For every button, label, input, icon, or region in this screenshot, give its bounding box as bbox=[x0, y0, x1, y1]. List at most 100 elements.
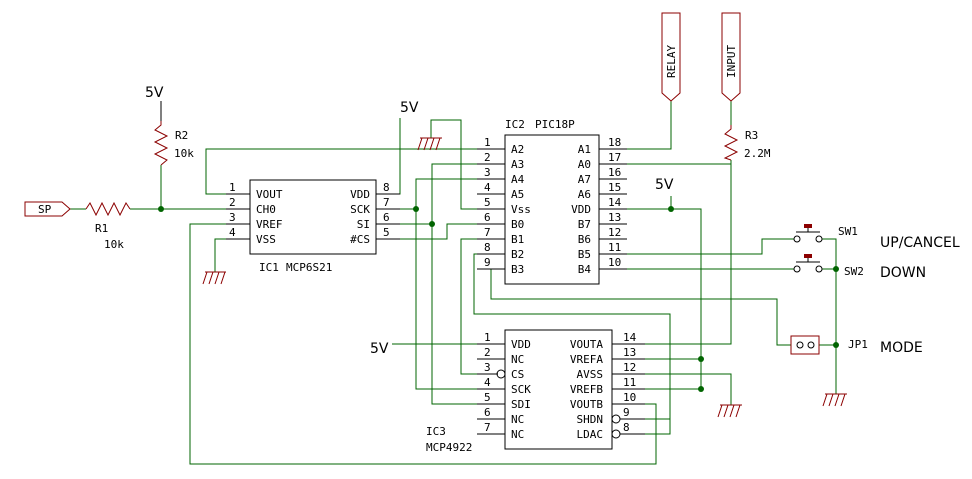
5v-label: 5V bbox=[145, 85, 164, 101]
switch-sw2: SW2 bbox=[793, 254, 864, 278]
ic3-chip: 1 2 3 4 5 6 7 VDD NC CS SCK SDI NC NC 14… bbox=[426, 329, 645, 454]
ic3-pin-label: SDI bbox=[511, 398, 531, 411]
ic3-pin-number: 13 bbox=[623, 346, 636, 359]
ic3-pin-number: 1 bbox=[484, 331, 491, 344]
ic3-pin-label: VREFB bbox=[570, 383, 603, 396]
ic1-pin-label: SI bbox=[357, 218, 370, 231]
junction-dots bbox=[158, 206, 839, 392]
r3-label: R3 bbox=[745, 129, 758, 142]
ic1-part: MCP6S21 bbox=[286, 261, 332, 274]
ic1-pin-number: 7 bbox=[383, 196, 390, 209]
ground-symbol bbox=[417, 137, 442, 151]
ground-symbol bbox=[717, 404, 742, 418]
r1-value: 10k bbox=[104, 238, 124, 251]
ic3-pin-label: NC bbox=[511, 413, 524, 426]
port-sp: SP bbox=[24, 201, 71, 217]
ic2-pin-number: 5 bbox=[484, 196, 491, 209]
ic3-pin-label: NC bbox=[511, 428, 524, 441]
ic3-pin-label: CS bbox=[511, 368, 524, 381]
port-relay: RELAY bbox=[661, 12, 681, 102]
ic1-pin-number: 8 bbox=[383, 181, 390, 194]
ground-symbol bbox=[822, 393, 847, 407]
ic2-pin-number: 11 bbox=[608, 241, 621, 254]
ic2-name: IC2 bbox=[505, 118, 525, 131]
ic2-chip: 1 2 3 4 5 6 7 8 9 A2 A3 A4 A5 Vss B0 B1 … bbox=[477, 118, 627, 285]
ic3-pin-number: 12 bbox=[623, 361, 636, 374]
ic1-pin-number: 4 bbox=[229, 226, 236, 239]
ic1-chip: 1 2 3 4 VOUT CH0 VREF VSS 8 7 6 5 VDD SC… bbox=[226, 179, 400, 274]
ic3-pin-number: 2 bbox=[484, 346, 491, 359]
sw1-label: SW1 bbox=[838, 225, 858, 238]
input-label: INPUT bbox=[725, 45, 738, 78]
ic1-pin-number: 2 bbox=[229, 196, 236, 209]
ic1-pin-label: VREF bbox=[256, 218, 283, 231]
down-label: DOWN bbox=[880, 265, 926, 281]
r2-value: 10k bbox=[174, 147, 194, 160]
ic2-pin-label: A6 bbox=[578, 188, 591, 201]
ic1-pin-label: SCK bbox=[350, 203, 370, 216]
ic3-pin-number: 14 bbox=[623, 331, 637, 344]
switch-sw1: SW1 bbox=[793, 224, 858, 243]
ground-symbol bbox=[202, 271, 226, 285]
ic3-pin-number: 3 bbox=[484, 361, 491, 374]
ic2-pin-number: 1 bbox=[484, 136, 491, 149]
ic3-pin-label: NC bbox=[511, 353, 524, 366]
ic3-pin-number: 11 bbox=[623, 376, 636, 389]
ic2-pin-number: 16 bbox=[608, 166, 621, 179]
ic2-pin-number: 4 bbox=[484, 181, 491, 194]
ic3-pin-number: 8 bbox=[623, 421, 630, 434]
ic2-pin-label: Vss bbox=[511, 203, 531, 216]
ic2-pin-label: B2 bbox=[511, 248, 524, 261]
ic3-pin-label: SCK bbox=[511, 383, 531, 396]
ic2-pin-label: B4 bbox=[578, 263, 592, 276]
ic2-pin-number: 8 bbox=[484, 241, 491, 254]
ic3-pin-number: 10 bbox=[623, 391, 636, 404]
ic2-pin-number: 14 bbox=[608, 196, 622, 209]
5v-label: 5V bbox=[655, 177, 674, 193]
ic2-pin-number: 2 bbox=[484, 151, 491, 164]
ic2-pin-label: B1 bbox=[511, 233, 524, 246]
jumper-jp1: JP1 bbox=[790, 335, 868, 355]
ic3-pin-label: VDD bbox=[511, 338, 531, 351]
r3-value: 2.2M bbox=[744, 147, 771, 160]
ic2-pin-label: B3 bbox=[511, 263, 524, 276]
ic2-pin-number: 3 bbox=[484, 166, 491, 179]
ic3-pin-label: LDAC bbox=[577, 428, 604, 441]
ic3-part: MCP4922 bbox=[426, 441, 472, 454]
ic2-pin-number: 9 bbox=[484, 256, 491, 269]
mode-label: MODE bbox=[880, 340, 923, 356]
ic3-pin-number: 4 bbox=[484, 376, 491, 389]
ic2-part: PIC18P bbox=[535, 118, 575, 131]
resistor-r1: R1 10k bbox=[85, 201, 131, 251]
ic1-pin-label: VOUT bbox=[256, 188, 283, 201]
ic2-pin-number: 17 bbox=[608, 151, 621, 164]
ic2-pin-label: A1 bbox=[578, 143, 591, 156]
ic1-pin-number: 6 bbox=[383, 211, 390, 224]
ic3-pin-label: AVSS bbox=[577, 368, 604, 381]
resistor-r2: R2 10k bbox=[153, 101, 194, 166]
ic1-name: IC1 bbox=[259, 261, 279, 274]
r2-label: R2 bbox=[175, 129, 188, 142]
5v-label: 5V bbox=[400, 100, 419, 116]
ic2-pin-label: A7 bbox=[578, 173, 591, 186]
ic3-pin-number: 9 bbox=[623, 406, 630, 419]
ic2-pin-label: B6 bbox=[578, 233, 591, 246]
ic2-pin-label: A2 bbox=[511, 143, 524, 156]
ic2-pin-label: A4 bbox=[511, 173, 525, 186]
sw2-label: SW2 bbox=[844, 265, 864, 278]
ic3-pin-label: VOUTA bbox=[570, 338, 603, 351]
ic2-pin-label: A0 bbox=[578, 158, 591, 171]
ic2-pin-number: 13 bbox=[608, 211, 621, 224]
ic2-pin-number: 7 bbox=[484, 226, 491, 239]
relay-label: RELAY bbox=[665, 45, 678, 78]
ic2-pin-number: 15 bbox=[608, 181, 621, 194]
ic2-pin-number: 12 bbox=[608, 226, 621, 239]
ic1-pin-number: 3 bbox=[229, 211, 236, 224]
ic2-pin-label: B0 bbox=[511, 218, 524, 231]
ic2-pin-number: 18 bbox=[608, 136, 621, 149]
ic2-pin-number: 6 bbox=[484, 211, 491, 224]
ic1-pin-label: CH0 bbox=[256, 203, 276, 216]
ic1-pin-label: VSS bbox=[256, 233, 276, 246]
resistor-r3: R3 2.2M bbox=[723, 125, 771, 161]
